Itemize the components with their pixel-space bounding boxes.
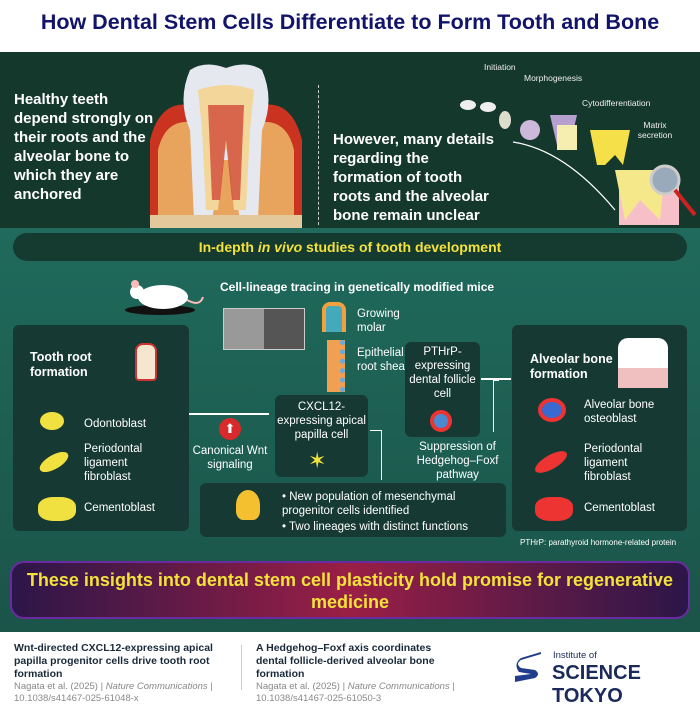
connector	[370, 430, 382, 480]
stage-initiation: Initiation	[484, 62, 516, 72]
tooth-root-title: Tooth root formation	[30, 350, 92, 379]
divider	[318, 85, 319, 225]
reference-1: Wnt-directed CXCL12-expressing apical pa…	[14, 642, 239, 705]
tooth-root-formation-box	[13, 325, 189, 531]
follicle-cell-icon	[430, 410, 452, 432]
molar-icon	[322, 302, 346, 332]
intro-panel	[0, 52, 700, 228]
intro-text: Healthy teeth depend strongly on their r…	[14, 91, 154, 203]
alveolar-bone-title: Alveolar bone formation	[530, 352, 613, 381]
ref-authors: Nagata et al. (2025)	[256, 681, 340, 692]
reference-2: A Hedgehog–Foxf axis coordinates dental …	[256, 642, 456, 705]
star-cell-icon: ✶	[308, 448, 327, 473]
suppression-label: Suppression of Hedgehog–Foxf pathway	[416, 441, 499, 481]
up-arrow-icon: ⬆	[219, 418, 241, 440]
cxcl12-cell-box	[275, 395, 368, 477]
pthrp-label: PTHrP-expressing dental follicle cell	[409, 346, 476, 400]
studies-heading: In-depth in vivo studies of tooth develo…	[13, 233, 687, 261]
finding-1: • New population of mesenchymal progenit…	[282, 491, 456, 517]
ref-authors: Nagata et al. (2025)	[14, 681, 98, 692]
heading-italic: in vivo	[257, 239, 303, 255]
osteoblast-icon	[538, 398, 566, 422]
lightbulb-icon	[236, 490, 260, 520]
reference-citation: Nagata et al. (2025) | Nature Communicat…	[256, 681, 455, 704]
reference-citation: Nagata et al. (2025) | Nature Communicat…	[14, 681, 213, 704]
growing-molar-label: Growing molar	[357, 308, 400, 334]
arrow	[189, 413, 269, 415]
pthrp-footnote: PTHrP: parathyroid hormone-related prote…	[520, 538, 677, 547]
finding-text: New population of mesenchymal progenitor…	[282, 491, 456, 517]
question-text: However, many details regarding the form…	[333, 131, 494, 224]
ref-doi[interactable]: 10.1038/s41467-025-61048-x	[14, 693, 139, 704]
root-sheath-icon	[327, 340, 345, 392]
heading-text: In-depth	[198, 239, 258, 255]
finding-text: Two lineages with distinct functions	[289, 521, 468, 533]
finding-2: • Two lineages with distinct functions	[282, 521, 468, 533]
science-tokyo-logo-icon	[515, 652, 541, 684]
periodontal-fibroblast-label: Periodontal ligament fibroblast	[84, 443, 143, 483]
heading-text: studies of tooth development	[302, 239, 502, 255]
mouse-icon	[115, 272, 205, 317]
logo-name: SCIENCE TOKYO	[552, 662, 641, 707]
odontoblast-label: Odontoblast	[84, 418, 147, 430]
periodontal-fibroblast-label: Periodontal ligament fibroblast	[584, 443, 643, 483]
stage-cytodifferentiation: Cytodifferentiation	[582, 98, 651, 108]
ref-doi[interactable]: 10.1038/s41467-025-61050-3	[256, 693, 382, 704]
ref-journal: Nature Communications	[105, 681, 208, 692]
arrow	[481, 378, 511, 380]
tooth-illustration	[150, 60, 302, 228]
page-title: How Dental Stem Cells Differentiate to F…	[40, 10, 660, 34]
footer	[0, 632, 700, 700]
cementoblast-icon	[535, 497, 573, 521]
reference-title: A Hedgehog–Foxf axis coordinates dental …	[256, 642, 435, 680]
logo-institute: Institute of	[553, 650, 597, 661]
epithelial-root-sheath-label: Epithelial root sheath	[357, 347, 415, 373]
stage-matrix-secretion: Matrix secretion	[637, 120, 673, 140]
lineage-title: Cell-lineage tracing in genetically modi…	[220, 280, 495, 294]
micrograph-image	[223, 308, 305, 350]
cementoblast-label: Cementoblast	[84, 502, 155, 514]
wnt-signaling-label: Canonical Wnt signaling	[192, 445, 268, 471]
cementoblast-label: Cementoblast	[584, 502, 655, 514]
tooth-development-icon	[455, 70, 700, 230]
osteoblast-label: Alveolar bone osteoblast	[584, 399, 655, 425]
stage-morphogenesis: Morphogenesis	[524, 73, 583, 83]
cementoblast-icon	[38, 497, 76, 521]
tooth-icon	[135, 343, 157, 381]
bone-tooth-icon	[618, 338, 668, 388]
cxcl12-label: CXCL12-expressing apical papilla cell	[277, 401, 366, 441]
footer-divider	[241, 645, 242, 690]
ref-journal: Nature Communications	[347, 681, 450, 692]
conclusion-banner: These insights into dental stem cell pla…	[10, 561, 690, 619]
odontoblast-icon	[40, 412, 64, 430]
inhibition-line	[493, 380, 499, 432]
reference-title: Wnt-directed CXCL12-expressing apical pa…	[14, 642, 213, 680]
